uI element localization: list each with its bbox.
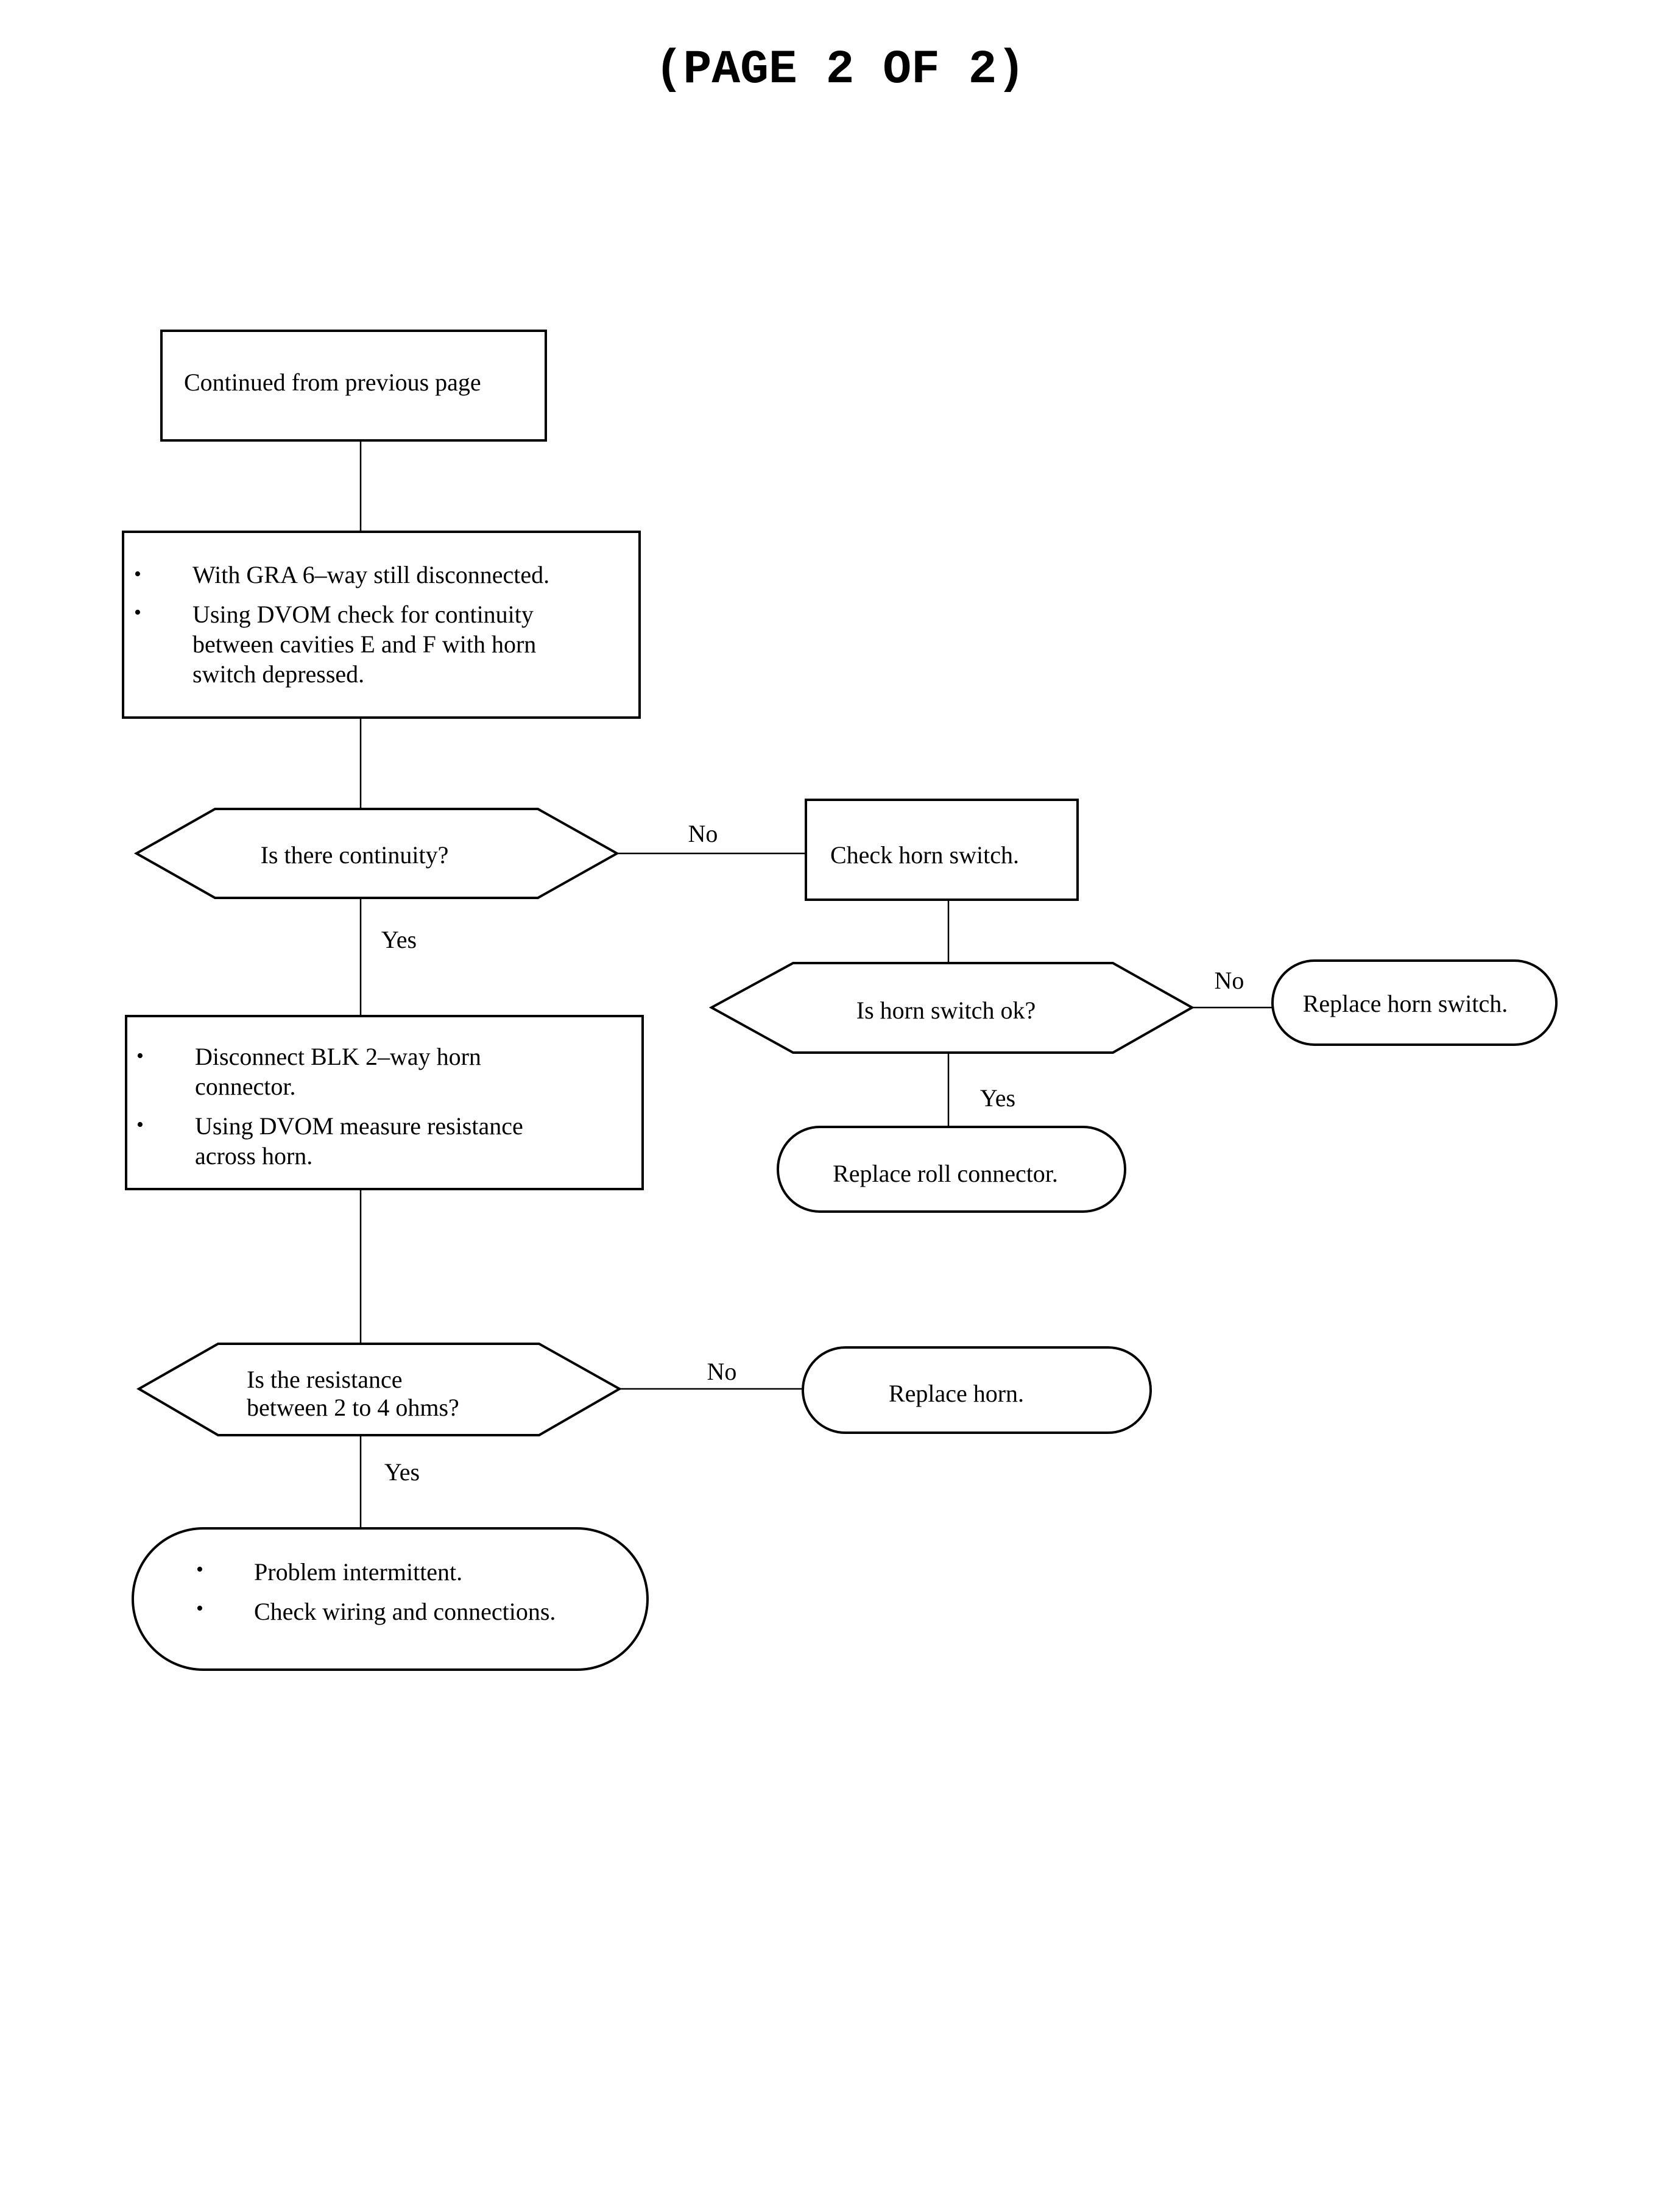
check-horn-switch-text: Check horn switch. — [830, 841, 1019, 869]
step1-bullet-2-glyph: • — [134, 601, 141, 624]
check-horn-switch-box — [805, 799, 1079, 901]
end-bullet-2-glyph: • — [196, 1597, 203, 1620]
start-box — [160, 330, 547, 442]
horn-switch-decision-node: Is horn switch ok? — [708, 962, 1195, 1054]
step2-bullet-2-glyph: • — [136, 1114, 144, 1136]
horn-switch-decision-text: Is horn switch ok? — [856, 997, 1036, 1024]
step2-node: • Disconnect BLK 2–way horn connector. •… — [125, 1015, 644, 1190]
replace-horn-node: Replace horn. — [802, 1346, 1152, 1434]
step2-bullet-2-line-1: Using DVOM measure resistance — [195, 1112, 523, 1140]
step2-box — [125, 1015, 644, 1190]
step2-bullet-1-line-1: Disconnect BLK 2–way horn — [195, 1043, 481, 1070]
replace-roll-connector-text: Replace roll connector. — [833, 1160, 1058, 1187]
end-bullet-2-text: Check wiring and connections. — [254, 1598, 556, 1625]
decision1-no-label: No — [688, 820, 718, 847]
horn-switch-no-label: No — [1215, 967, 1244, 994]
step2-bullet-1-line-2: connector. — [195, 1073, 296, 1100]
decision2-diamond — [136, 1343, 623, 1436]
horn-switch-yes-label: Yes — [980, 1084, 1015, 1112]
step1-box — [122, 531, 641, 719]
connectors — [359, 440, 1272, 1528]
start-text: Continued from previous page — [184, 369, 481, 396]
step1-bullet-1-line-1: With GRA 6–way still disconnected. — [192, 561, 549, 588]
horn-switch-decision-diamond — [708, 962, 1195, 1054]
page-title: (PAGE 2 OF 2) — [655, 43, 1026, 97]
step1-bullet-2-line-2: between cavities E and F with horn — [192, 630, 536, 658]
end-terminal — [132, 1527, 649, 1671]
step1-bullet-2-line-1: Using DVOM check for continuity — [192, 601, 534, 628]
decision2-line-1: Is the resistance — [247, 1366, 402, 1393]
decision1-text: Is there continuity? — [261, 841, 449, 869]
replace-horn-terminal — [802, 1346, 1152, 1434]
end-bullet-1-glyph: • — [196, 1558, 203, 1581]
replace-roll-connector-node: Replace roll connector. — [777, 1126, 1126, 1213]
replace-horn-switch-terminal — [1271, 959, 1558, 1046]
decision2-yes-label: Yes — [384, 1458, 420, 1486]
decision1-node: Is there continuity? — [133, 808, 620, 899]
step1-node: • With GRA 6–way still disconnected. • U… — [122, 531, 641, 719]
decision1-yes-label: Yes — [381, 926, 417, 953]
replace-roll-connector-terminal — [777, 1126, 1126, 1213]
decision2-node: Is the resistance between 2 to 4 ohms? — [136, 1343, 623, 1436]
check-horn-switch-node: Check horn switch. — [805, 799, 1079, 901]
decision2-line-2: between 2 to 4 ohms? — [247, 1394, 459, 1421]
step2-bullet-1-glyph: • — [136, 1045, 144, 1067]
end-bullet-1-text: Problem intermittent. — [254, 1558, 462, 1586]
start-node: Continued from previous page — [160, 330, 547, 442]
replace-horn-switch-node: Replace horn switch. — [1271, 959, 1558, 1046]
step2-bullet-2-line-2: across horn. — [195, 1142, 312, 1170]
end-node: • Problem intermittent. • Check wiring a… — [132, 1527, 649, 1671]
decision2-no-label: No — [707, 1358, 737, 1385]
replace-horn-text: Replace horn. — [889, 1380, 1024, 1407]
step1-bullet-2-line-3: switch depressed. — [192, 660, 364, 688]
replace-horn-switch-text: Replace horn switch. — [1303, 990, 1508, 1017]
decision1-diamond — [133, 808, 620, 899]
step1-bullet-1-glyph: • — [134, 563, 141, 585]
